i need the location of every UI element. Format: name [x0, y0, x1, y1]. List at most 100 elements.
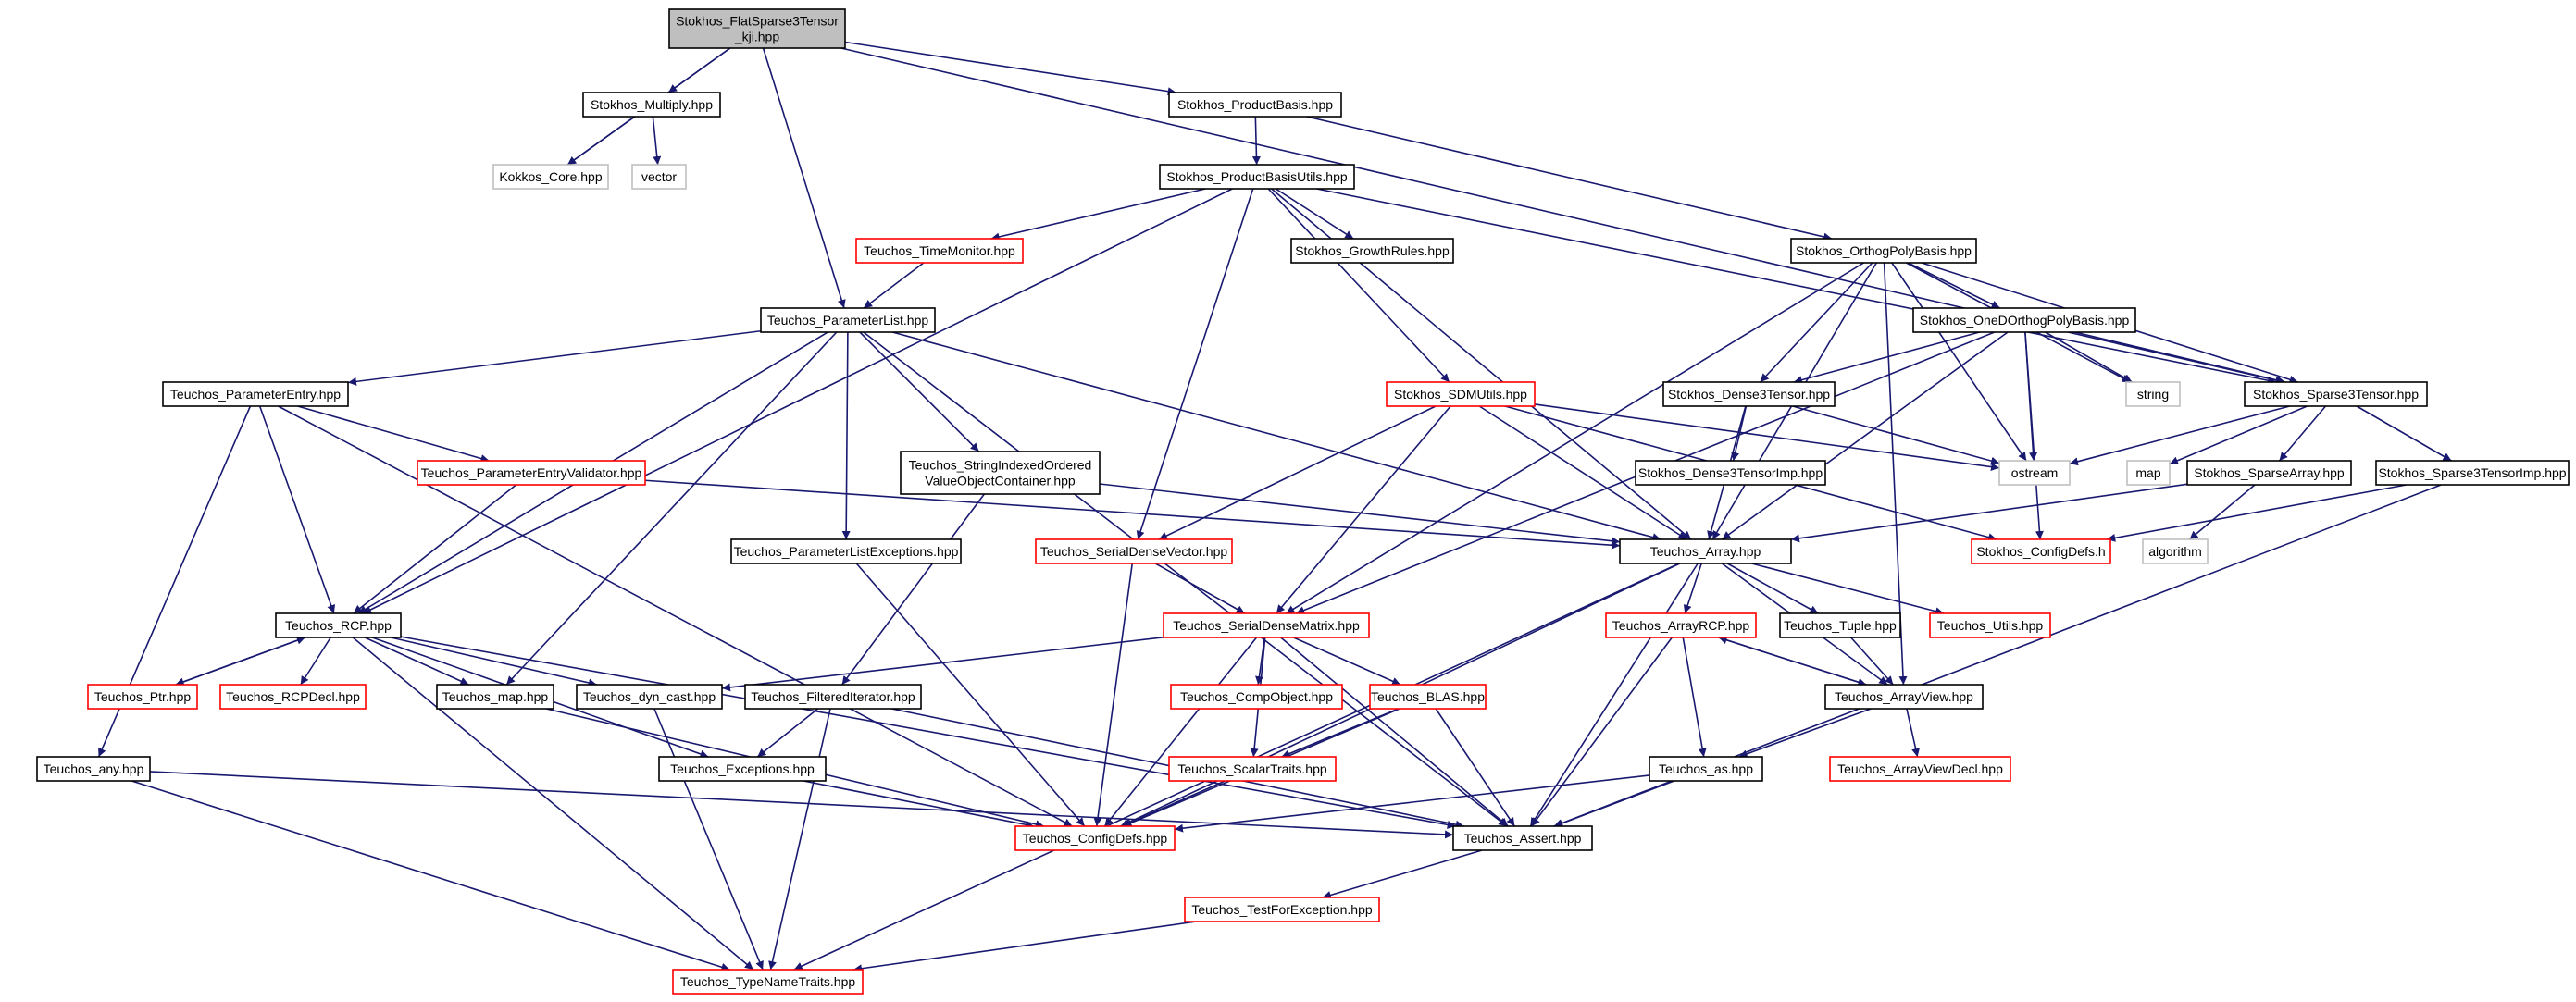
node-box [900, 451, 1101, 495]
node-sparse3[interactable]: Stokhos_Sparse3Tensor.hpp [2244, 381, 2428, 407]
edge-pbutils-to-rcp [362, 188, 1233, 614]
node-label: map [2135, 465, 2160, 480]
edge-paramlist-to-ple [841, 331, 851, 540]
node-exceptions[interactable]: Teuchos_Exceptions.hpp [658, 756, 827, 782]
node-box [1163, 612, 1370, 638]
edge-sparsearray-to-array [1790, 483, 2188, 543]
edge-productbasis-to-orthopoly [1306, 116, 1833, 241]
node-compobject[interactable]: Teuchos_CompObject.hpp [1170, 684, 1343, 710]
node-sdv[interactable]: Teuchos_SerialDenseVector.hpp [1035, 538, 1233, 564]
node-any[interactable]: Teuchos_any.hpp [36, 756, 151, 782]
edge-as-to-configdefs [1174, 774, 1650, 833]
edge-onedortho-to-string [2045, 331, 2133, 383]
node-label: Teuchos_BLAS.hpp [1371, 689, 1485, 704]
node-ptr[interactable]: Teuchos_Ptr.hpp [87, 684, 198, 710]
node-paramentry[interactable]: Teuchos_ParameterEntry.hpp [162, 381, 349, 407]
node-pbutils[interactable]: Stokhos_ProductBasisUtils.hpp [1159, 164, 1355, 190]
node-pev[interactable]: Teuchos_ParameterEntryValidator.hpp [417, 460, 646, 486]
node-stokhosconfig[interactable]: Stokhos_ConfigDefs.h [1971, 538, 2111, 564]
node-box [576, 684, 723, 710]
node-sdm[interactable]: Teuchos_SerialDenseMatrix.hpp [1163, 612, 1370, 638]
edge-array-to-tuple [1726, 563, 1819, 614]
node-box [1168, 92, 1342, 118]
node-productbasis[interactable]: Stokhos_ProductBasis.hpp [1168, 92, 1342, 118]
edge-arrayview-to-arrayrcp [1718, 636, 1867, 686]
node-label: Teuchos_ParameterListExceptions.hpp [734, 544, 959, 559]
node-growthrules[interactable]: Stokhos_GrowthRules.hpp [1290, 238, 1454, 264]
node-testforexc[interactable]: Teuchos_TestForException.hpp [1184, 897, 1380, 922]
edge-sparse3-to-map [2169, 405, 2308, 465]
node-label: Teuchos_TypeNameTraits.hpp [680, 974, 856, 989]
node-box [1035, 538, 1233, 564]
node-box [219, 684, 367, 710]
node-rcpdecl[interactable]: Teuchos_RCPDecl.hpp [219, 684, 367, 710]
node-box [87, 684, 198, 710]
edge-sdmutils-to-array [1478, 405, 1687, 540]
edge-pbutils-to-sdv [1136, 188, 1254, 540]
node-label: Teuchos_FilteredIterator.hpp [751, 689, 915, 704]
node-tmap[interactable]: Teuchos_map.hpp [436, 684, 554, 710]
edge-sdmutils-to-sdv [1158, 405, 1437, 540]
edge-paramlist-to-tmap [505, 331, 838, 686]
node-label: Teuchos_dyn_cast.hpp [583, 689, 716, 704]
node-box [492, 164, 609, 190]
node-dyncast[interactable]: Teuchos_dyn_cast.hpp [576, 684, 723, 710]
node-label: Stokhos_OneDOrthogPolyBasis.hpp [1920, 313, 2130, 328]
node-box [1779, 612, 1901, 638]
node-rcp[interactable]: Teuchos_RCP.hpp [275, 612, 402, 638]
node-label: Teuchos_CompObject.hpp [1180, 689, 1333, 704]
node-box [730, 538, 962, 564]
node-arrayview[interactable]: Teuchos_ArrayView.hpp [1824, 684, 1984, 710]
node-string: string [2125, 381, 2181, 407]
node-ostream: ostream [1998, 460, 2071, 486]
edge-pev-to-array [644, 479, 1621, 550]
node-as[interactable]: Teuchos_as.hpp [1649, 756, 1763, 782]
node-root[interactable]: Stokhos_FlatSparse3Tensor_kji.hpp [668, 8, 846, 49]
node-box [1971, 538, 2111, 564]
node-typename[interactable]: Teuchos_TypeNameTraits.hpp [672, 969, 864, 995]
node-sparse3imp[interactable]: Stokhos_Sparse3TensorImp.hpp [2375, 460, 2570, 486]
node-array[interactable]: Teuchos_Array.hpp [1619, 538, 1792, 564]
node-onedortho[interactable]: Stokhos_OneDOrthogPolyBasis.hpp [1912, 307, 2136, 333]
node-dense3[interactable]: Stokhos_Dense3Tensor.hpp [1662, 381, 1836, 407]
node-label: ostream [2011, 465, 2059, 480]
node-arrayviewdecl[interactable]: Teuchos_ArrayViewDecl.hpp [1829, 756, 2011, 782]
nodes-layer: Stokhos_FlatSparse3Tensor_kji.hppStokhos… [36, 8, 2570, 995]
node-dense3imp[interactable]: Stokhos_Dense3TensorImp.hpp [1635, 460, 1826, 486]
edge-tuple-to-arrayview [1850, 637, 1894, 686]
edge-sdm-to-configdefs [1103, 637, 1258, 827]
edge-onedortho-to-dense3 [1793, 331, 1980, 385]
node-sioc[interactable]: Teuchos_StringIndexedOrderedValueObjectC… [900, 451, 1101, 495]
node-scalartraits[interactable]: Teuchos_ScalarTraits.hpp [1168, 756, 1337, 782]
node-blas[interactable]: Teuchos_BLAS.hpp [1369, 684, 1487, 710]
edge-paramentry-to-rcp [258, 405, 336, 614]
node-label: Stokhos_ConfigDefs.h [1976, 544, 2105, 559]
node-arrayrcp[interactable]: Teuchos_ArrayRCP.hpp [1605, 612, 1757, 638]
node-orthopoly[interactable]: Stokhos_OrthogPolyBasis.hpp [1790, 238, 1977, 264]
edge-paramlist-to-array [891, 331, 1661, 541]
node-assert[interactable]: Teuchos_Assert.hpp [1452, 825, 1593, 851]
node-filtered[interactable]: Teuchos_FilteredIterator.hpp [744, 684, 922, 710]
node-box [417, 460, 646, 486]
node-box [2186, 460, 2352, 486]
node-box [2126, 460, 2171, 486]
node-tuple[interactable]: Teuchos_Tuple.hpp [1779, 612, 1901, 638]
edge-array-to-assert [1529, 563, 1699, 827]
edge-arrayview-to-arrayviewdecl [1906, 708, 1921, 758]
node-vector: vector [631, 164, 687, 190]
edge-paramentry-to-pev [297, 405, 490, 463]
node-box [744, 684, 922, 710]
edge-dense3-to-dense3imp [1731, 405, 1748, 462]
node-timemonitor[interactable]: Teuchos_TimeMonitor.hpp [855, 238, 1024, 264]
node-sparsearray[interactable]: Stokhos_SparseArray.hpp [2186, 460, 2352, 486]
edge-pbutils-to-timemonitor [990, 188, 1206, 241]
node-paramlist[interactable]: Teuchos_ParameterList.hpp [760, 307, 936, 333]
node-ple[interactable]: Teuchos_ParameterListExceptions.hpp [730, 538, 962, 564]
node-box [1605, 612, 1757, 638]
node-utils[interactable]: Teuchos_Utils.hpp [1929, 612, 2051, 638]
node-box [1635, 460, 1826, 486]
node-configdefs[interactable]: Teuchos_ConfigDefs.hpp [1014, 825, 1176, 851]
node-multiply[interactable]: Stokhos_Multiply.hpp [582, 92, 721, 118]
node-box [1662, 381, 1836, 407]
node-sdmutils[interactable]: Stokhos_SDMUtils.hpp [1386, 381, 1536, 407]
